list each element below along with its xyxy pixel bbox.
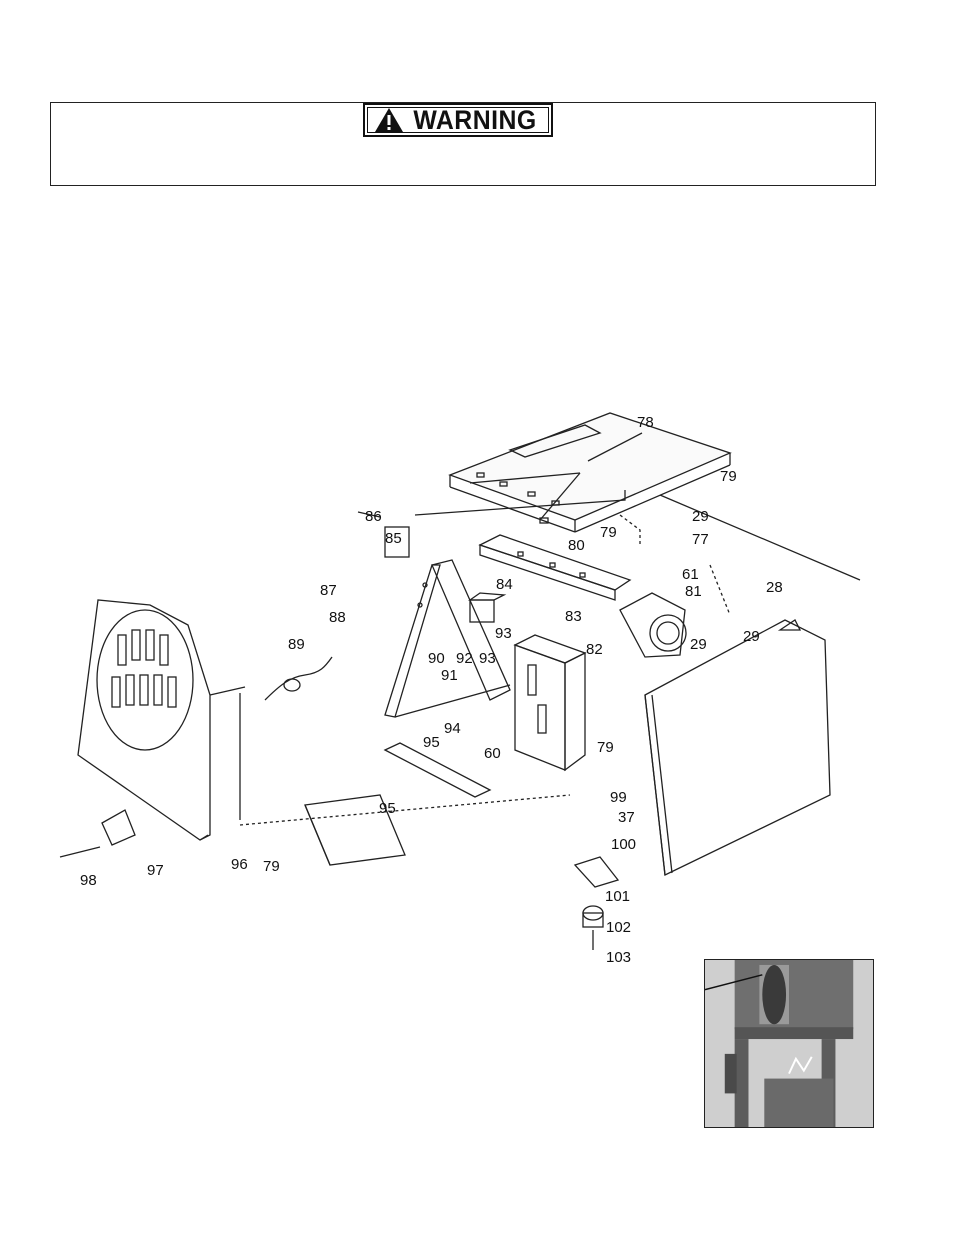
callout-99: 99 xyxy=(610,789,627,806)
callout-29: 29 xyxy=(690,636,707,653)
callout-102: 102 xyxy=(606,919,631,936)
callout-61: 61 xyxy=(682,566,699,583)
callout-79: 79 xyxy=(720,468,737,485)
callout-28: 28 xyxy=(766,579,783,596)
callout-81: 81 xyxy=(685,583,702,600)
callout-79: 79 xyxy=(263,858,280,875)
callout-83: 83 xyxy=(565,608,582,625)
callout-88: 88 xyxy=(329,609,346,626)
callout-78: 78 xyxy=(637,414,654,431)
callout-92: 92 xyxy=(456,650,473,667)
callout-93: 93 xyxy=(495,625,512,642)
warning-triangle-icon xyxy=(375,108,403,132)
callout-96: 96 xyxy=(231,856,248,873)
callout-29: 29 xyxy=(743,628,760,645)
callout-79: 79 xyxy=(600,524,617,541)
callout-84: 84 xyxy=(496,576,513,593)
callout-89: 89 xyxy=(288,636,305,653)
callout-37: 37 xyxy=(618,809,635,826)
callout-100: 100 xyxy=(611,836,636,853)
callout-97: 97 xyxy=(147,862,164,879)
callout-80: 80 xyxy=(568,537,585,554)
callout-95: 95 xyxy=(423,734,440,751)
machine-photo xyxy=(704,959,874,1128)
callout-101: 101 xyxy=(605,888,630,905)
callout-77: 77 xyxy=(692,531,709,548)
callout-94: 94 xyxy=(444,720,461,737)
warning-box: WARNING xyxy=(50,102,876,186)
callout-98: 98 xyxy=(80,872,97,889)
callout-93: 93 xyxy=(479,650,496,667)
callout-91: 91 xyxy=(441,667,458,684)
exploded-parts-diagram: 78 79 29 86 85 79 80 77 87 84 61 28 88 8… xyxy=(40,395,880,975)
callout-85: 85 xyxy=(385,530,402,547)
callout-103: 103 xyxy=(606,949,631,966)
warning-badge: WARNING xyxy=(363,103,553,137)
callout-82: 82 xyxy=(586,641,603,658)
warning-label: WARNING xyxy=(413,105,537,135)
callout-29: 29 xyxy=(692,508,709,525)
callout-79: 79 xyxy=(597,739,614,756)
callout-90: 90 xyxy=(428,650,445,667)
callout-87: 87 xyxy=(320,582,337,599)
callout-60: 60 xyxy=(484,745,501,762)
callout-86: 86 xyxy=(365,508,382,525)
callout-95: 95 xyxy=(379,800,396,817)
